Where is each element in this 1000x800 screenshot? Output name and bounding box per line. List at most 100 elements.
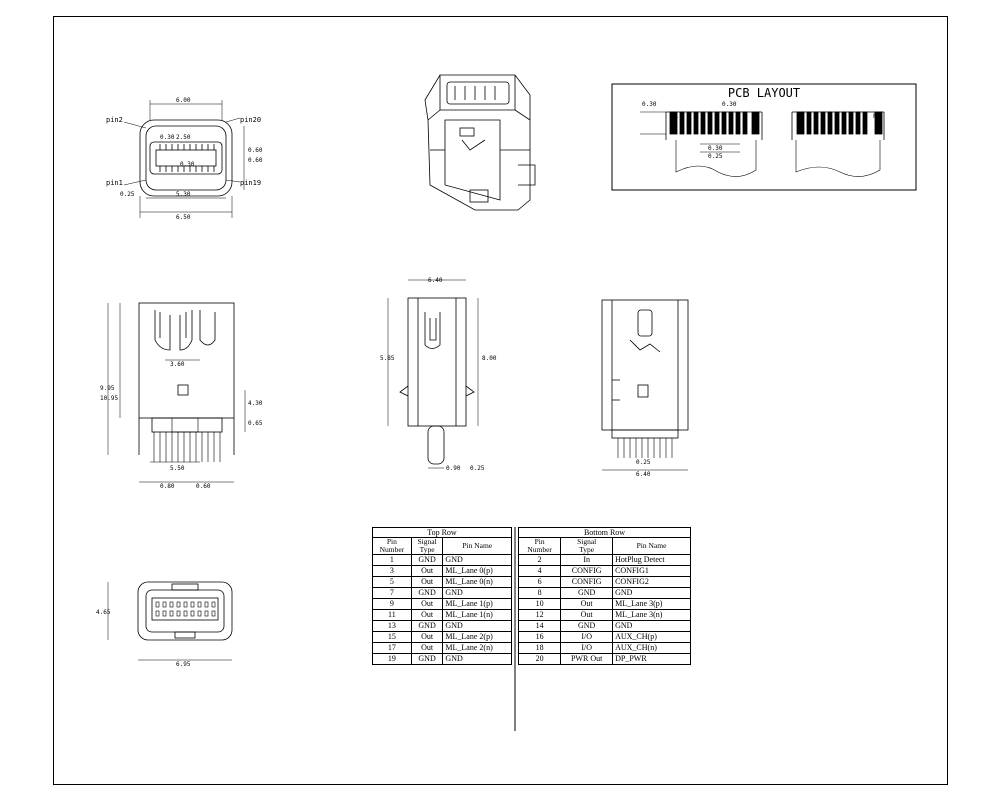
pin-name-cell: ML_Lane 0(n) xyxy=(442,576,512,588)
pin-name-cell: ML_Lane 0(p) xyxy=(442,565,512,577)
signal-type-cell: Out xyxy=(410,631,444,643)
top-row-header-signal-type: Signal Type xyxy=(410,537,444,555)
pin-number-cell: 15 xyxy=(372,631,412,643)
pcb-footprint-right xyxy=(791,111,885,177)
pin-name-cell: GND xyxy=(612,620,691,632)
drawing-frame xyxy=(53,16,948,785)
signal-type-cell: Out xyxy=(410,609,444,621)
signal-type-cell: GND xyxy=(410,653,444,665)
pcb-footprint-left xyxy=(640,111,763,177)
pin-name-cell: ML_Lane 3(p) xyxy=(612,598,691,610)
pin-number-cell: 7 xyxy=(372,587,412,599)
pin-name-cell: ML_Lane 3(n) xyxy=(612,609,691,621)
pin-number-cell: 17 xyxy=(372,642,412,654)
signal-type-cell: CONFIG xyxy=(560,565,614,577)
front-pins-bottom xyxy=(159,166,215,172)
pin-number-cell: 14 xyxy=(517,620,562,632)
pin-number-cell: 5 xyxy=(372,576,412,588)
signal-type-cell: Out xyxy=(560,609,614,621)
pin-number-cell: 20 xyxy=(517,653,562,665)
pin-number-cell: 16 xyxy=(517,631,562,643)
pin-number-cell: 11 xyxy=(372,609,412,621)
pin-name-cell: GND xyxy=(612,587,691,599)
pin-name-cell: CONFIG1 xyxy=(612,565,691,577)
pin-number-cell: 9 xyxy=(372,598,412,610)
bottom-row-title: Bottom Row xyxy=(518,527,691,538)
pin-number-cell: 10 xyxy=(517,598,562,610)
pin-number-cell: 3 xyxy=(372,565,412,577)
left-side-view xyxy=(107,302,246,483)
isometric-view xyxy=(424,74,536,211)
signal-type-cell: GND xyxy=(410,554,444,566)
pin-number-cell: 19 xyxy=(372,653,412,665)
signal-type-cell: GND xyxy=(410,587,444,599)
top-row-header-pin-name: Pin Name xyxy=(442,537,512,555)
pin-name-cell: ML_Lane 2(p) xyxy=(442,631,512,643)
pin-number-cell: 2 xyxy=(517,554,562,566)
top-row-title: Top Row xyxy=(372,527,512,538)
front-shell-outer xyxy=(139,119,233,197)
signal-type-cell: Out xyxy=(410,642,444,654)
front-cavity xyxy=(149,141,223,175)
front-tongue xyxy=(155,149,217,167)
signal-type-cell: GND xyxy=(560,620,614,632)
middle-side-view xyxy=(387,279,479,469)
front-shell-inner xyxy=(145,125,227,191)
front-view xyxy=(123,100,245,218)
pin-name-cell: ML_Lane 1(n) xyxy=(442,609,512,621)
pcb-layout xyxy=(611,83,917,191)
pin-name-cell: GND xyxy=(442,653,512,665)
pin-number-cell: 8 xyxy=(517,587,562,599)
bottom-row-header-signal-type: Signal Type xyxy=(560,537,614,555)
pin-name-cell: AUX_CH(p) xyxy=(612,631,691,643)
pin-number-cell: 18 xyxy=(517,642,562,654)
signal-type-cell: CONFIG xyxy=(560,576,614,588)
signal-type-cell: GND xyxy=(410,620,444,632)
pin-number-cell: 4 xyxy=(517,565,562,577)
bottom-row-pin-table: Bottom Row Pin Number Signal Type Pin Na… xyxy=(517,527,691,665)
pin-number-cell: 6 xyxy=(517,576,562,588)
pin-number-cell: 12 xyxy=(517,609,562,621)
pin-name-cell: GND xyxy=(442,620,512,632)
top-row-pin-table: Top Row Pin Number Signal Type Pin Name … xyxy=(372,527,512,665)
front-pins-top xyxy=(159,144,215,150)
signal-type-cell: I/O xyxy=(560,642,614,654)
signal-type-cell: I/O xyxy=(560,631,614,643)
signal-type-cell: Out xyxy=(560,598,614,610)
bottom-row-header-pin-number: Pin Number xyxy=(517,537,562,555)
signal-type-cell: In xyxy=(560,554,614,566)
bottom-row-header-pin-name: Pin Name xyxy=(612,537,691,555)
pin-name-cell: HotPlug Detect xyxy=(612,554,691,566)
bottom-view xyxy=(107,581,233,661)
pin-name-cell: GND xyxy=(442,554,512,566)
pin-number-cell: 1 xyxy=(372,554,412,566)
pin-name-cell: ML_Lane 2(n) xyxy=(442,642,512,654)
signal-type-cell: Out xyxy=(410,565,444,577)
top-row-header-pin-number: Pin Number xyxy=(372,537,412,555)
signal-type-cell: GND xyxy=(560,587,614,599)
signal-type-cell: Out xyxy=(410,598,444,610)
pin-name-cell: DP_PWR xyxy=(612,653,691,665)
pin-name-cell: ML_Lane 1(p) xyxy=(442,598,512,610)
pin-name-cell: CONFIG2 xyxy=(612,576,691,588)
signal-type-cell: PWR Out xyxy=(560,653,614,665)
